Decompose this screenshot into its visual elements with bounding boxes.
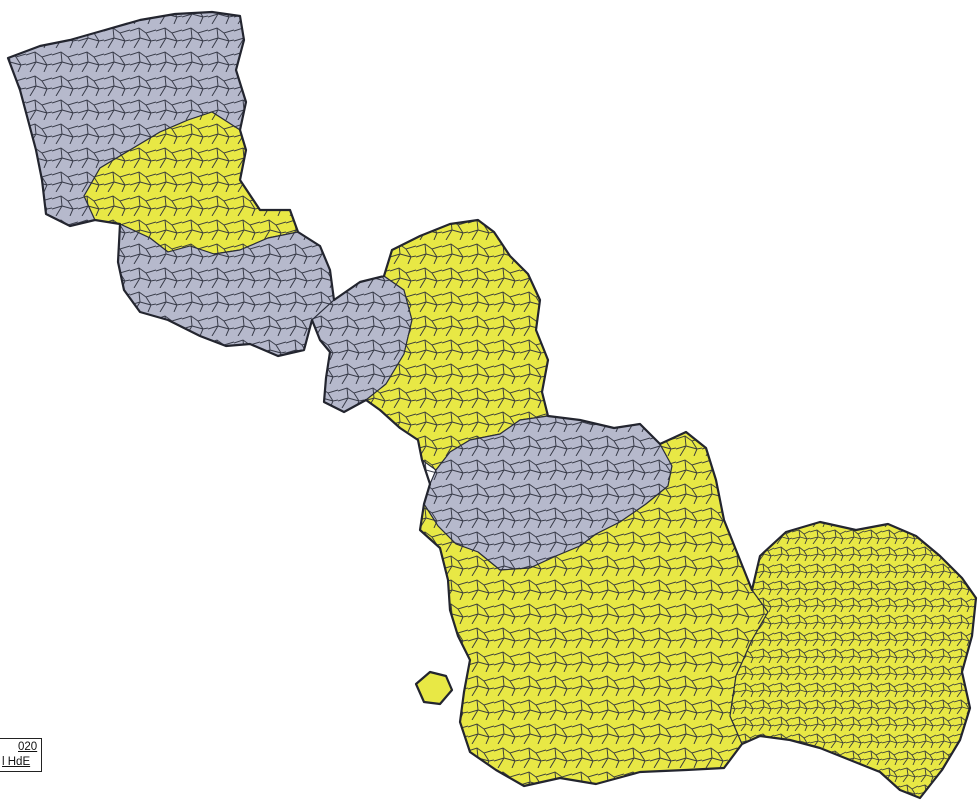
source-line-2: l HdE [2,756,31,768]
source-credit-box: 020 l HdE [0,738,42,772]
source-line-1: 020 [18,741,38,753]
region-outlines [6,10,978,800]
commune-boundaries [8,12,976,798]
